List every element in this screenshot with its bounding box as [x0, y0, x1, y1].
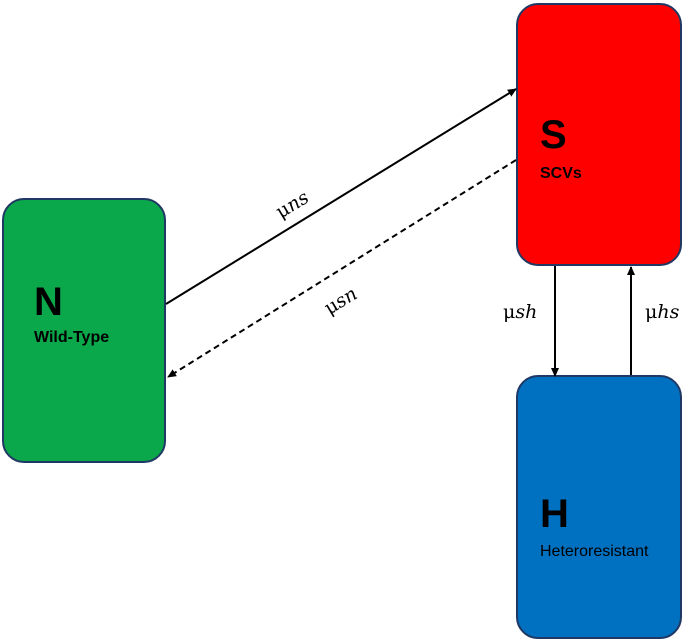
arrow-s-to-n [167, 159, 517, 378]
node-s-label: SCVs [540, 165, 582, 182]
rate-label-sn: μsn [320, 283, 361, 320]
node-n-label: Wild-Type [34, 329, 110, 346]
node-h-letter: H [540, 492, 569, 536]
arrow-n-to-s [165, 88, 517, 305]
node-wild-type: N Wild-Type [2, 198, 166, 463]
node-scvs: S SCVs [516, 3, 682, 266]
rate-label-hs: μhs [645, 301, 680, 323]
node-h-label: Heteroresistant [540, 543, 649, 560]
node-n-letter: N [34, 280, 63, 324]
node-s-letter: S [540, 113, 567, 157]
rate-label-sh: μsh [503, 301, 537, 323]
node-heteroresistant: H Heteroresistant [516, 375, 682, 639]
